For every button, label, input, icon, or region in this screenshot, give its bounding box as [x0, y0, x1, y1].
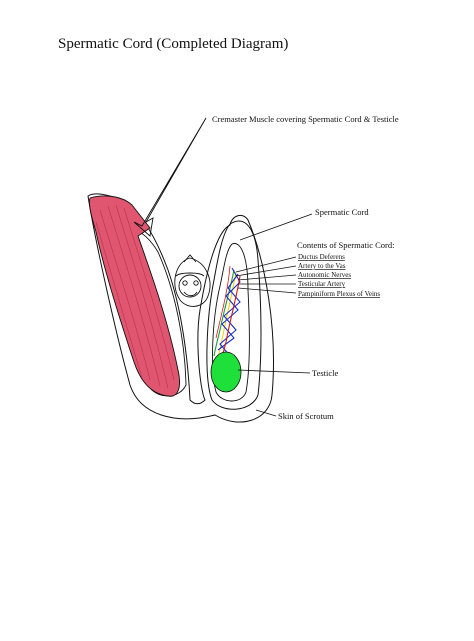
cord-vessels: [213, 265, 241, 361]
label-ductus-deferens: Ductus Deferens: [298, 253, 345, 261]
muscle-striations: [95, 204, 175, 389]
cord-cross-section: [174, 254, 211, 307]
label-testicle: Testicle: [312, 368, 339, 378]
label-testicular-artery: Testicular Artery: [298, 280, 346, 288]
label-pampiniform-plexus: Pampiniform Plexus of Veins: [298, 290, 380, 298]
label-contents-heading: Contents of Spermatic Cord:: [297, 240, 395, 250]
testicle: [210, 351, 242, 393]
label-cremaster: Cremaster Muscle covering Spermatic Cord…: [212, 114, 399, 124]
label-skin-of-scrotum: Skin of Scrotum: [278, 411, 334, 421]
label-artery-to-vas: Artery to the Vas: [298, 262, 346, 270]
label-spermatic-cord: Spermatic Cord: [315, 207, 369, 217]
cremaster-muscle: [89, 195, 180, 397]
right-sac-outline: [206, 220, 262, 410]
label-autonomic-nerves: Autonomic Nerves: [298, 271, 351, 279]
right-sac-inner: [212, 243, 250, 402]
leader-lines: [235, 213, 313, 417]
cremaster-arrow: [133, 117, 207, 237]
page-title: Spermatic Cord (Completed Diagram): [58, 36, 289, 52]
